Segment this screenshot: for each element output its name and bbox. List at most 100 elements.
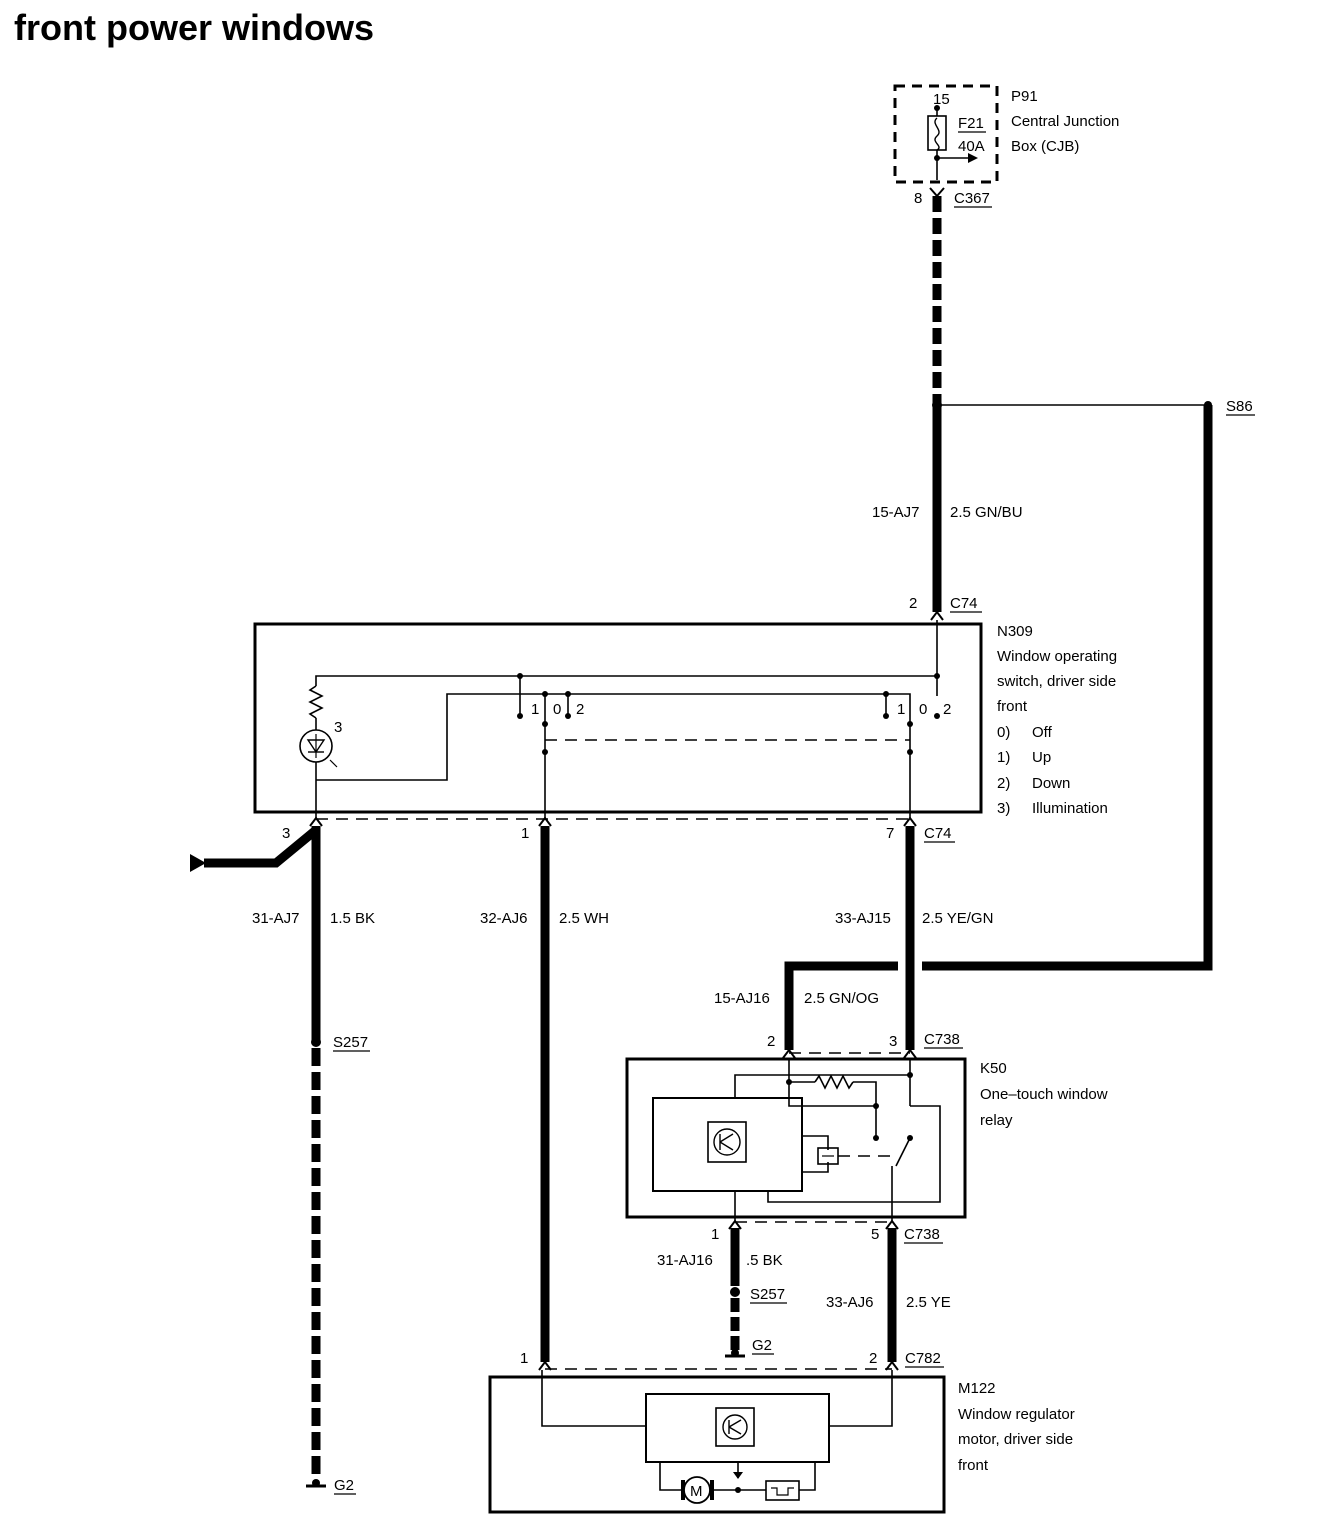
wire-s86-to-k50 xyxy=(922,405,1213,971)
connector-arrow-icon xyxy=(190,854,206,872)
k50-desc-line2: relay xyxy=(980,1112,1013,1129)
position-sensor-icon xyxy=(765,1480,800,1501)
k50-one-touch-relay: K50 One–touch window relay xyxy=(625,1057,1108,1222)
n309-left-pos-0: 0 xyxy=(553,701,561,718)
n309-desc-line2: switch, driver side xyxy=(997,673,1116,690)
c738-bottom-label: C738 xyxy=(904,1226,940,1243)
ground-g2-right-label: G2 xyxy=(752,1337,772,1354)
k50-bottom-pin-5: 5 xyxy=(871,1226,879,1243)
n309-desc-line1: Window operating xyxy=(997,648,1117,665)
k50-desc-line1: One–touch window xyxy=(980,1086,1108,1103)
wire-31-aj16-spec: .5 BK xyxy=(746,1252,783,1269)
c74-bottom-label: C74 xyxy=(924,825,952,842)
n309-bottom-pin-3: 3 xyxy=(282,825,290,842)
wire-31-aj16-circuit: 31-AJ16 xyxy=(657,1252,713,1269)
n309-window-switch: N309 Window operating switch, driver sid… xyxy=(253,620,1117,818)
fuse-id: F21 xyxy=(958,115,984,132)
ground-icon xyxy=(306,1479,326,1488)
n309-lamp-label: 3 xyxy=(334,719,342,736)
fuse-output-arrow-icon xyxy=(968,153,978,163)
k50-electronic-module xyxy=(652,1097,803,1192)
wire-15-aj16-spec: 2.5 GN/OG xyxy=(804,990,879,1007)
n309-desc-line3: front xyxy=(997,698,1028,715)
p91-desc-line2: Box (CJB) xyxy=(1011,138,1079,155)
k50-box-outline xyxy=(625,1057,967,1219)
ground-g2-left-label: G2 xyxy=(334,1477,354,1494)
splice-s86-label: S86 xyxy=(1226,398,1253,415)
wire-31-aj7-circuit: 31-AJ7 xyxy=(252,910,300,927)
n309-legend-0-text: Off xyxy=(1032,724,1053,741)
m122-pin-2: 2 xyxy=(869,1350,877,1367)
k50-bottom-pin-1: 1 xyxy=(711,1226,719,1243)
m122-pin-1: 1 xyxy=(520,1350,528,1367)
splice-s257-right-label: S257 xyxy=(750,1286,785,1303)
n309-legend-3-text: Illumination xyxy=(1032,800,1108,817)
fuse-icon xyxy=(927,115,947,151)
wire-31-aj7-spec: 1.5 BK xyxy=(330,910,375,927)
wire-15-aj16 xyxy=(784,961,898,1050)
k50-id: K50 xyxy=(980,1060,1007,1077)
k50-top-pin-2: 2 xyxy=(767,1033,775,1050)
wire-15-aj7-circuit: 15-AJ7 xyxy=(872,504,920,521)
lamp-icon xyxy=(299,729,338,768)
c74-top-label: C74 xyxy=(950,595,978,612)
n309-bottom-pin-7: 7 xyxy=(886,825,894,842)
n309-right-pos-2: 2 xyxy=(943,701,951,718)
wire-33-aj6-circuit: 33-AJ6 xyxy=(826,1294,874,1311)
c367-label: C367 xyxy=(954,190,990,207)
n309-right-pos-0: 0 xyxy=(919,701,927,718)
n309-top-pin: 2 xyxy=(909,595,917,612)
n309-legend-2-text: Down xyxy=(1032,775,1070,792)
m122-desc-line2: motor, driver side xyxy=(958,1431,1073,1448)
n309-legend-0-key: 0) xyxy=(997,724,1010,741)
m122-electronic-module xyxy=(645,1393,830,1463)
n309-legend-2-key: 2) xyxy=(997,775,1010,792)
m122-id: M122 xyxy=(958,1380,996,1397)
fuse-pin-in: 15 xyxy=(933,91,950,108)
electronic-module-icon xyxy=(707,1121,747,1163)
c782-label: C782 xyxy=(905,1350,941,1367)
page-title: front power windows xyxy=(14,7,374,48)
n309-legend-1-key: 1) xyxy=(997,749,1010,766)
resistor-icon xyxy=(308,685,324,719)
relay-coil-icon xyxy=(817,1147,839,1165)
splice-s257-left-label: S257 xyxy=(333,1034,368,1051)
splice-s257-right-node xyxy=(730,1287,740,1297)
electronic-module-icon xyxy=(715,1407,755,1447)
ground-icon xyxy=(725,1349,745,1358)
p91-desc-line1: Central Junction xyxy=(1011,113,1119,130)
c367-connector-icon xyxy=(929,187,945,198)
n309-bottom-pin-1: 1 xyxy=(521,825,529,842)
n309-right-pos-1: 1 xyxy=(897,701,905,718)
n309-left-pos-1: 1 xyxy=(531,701,539,718)
k50-top-pin-3: 3 xyxy=(889,1033,897,1050)
n309-legend-1-text: Up xyxy=(1032,749,1051,766)
wire-33-aj15-spec: 2.5 YE/GN xyxy=(922,910,993,927)
wire-33-aj15-circuit: 33-AJ15 xyxy=(835,910,891,927)
motor-icon: M xyxy=(681,1476,714,1504)
p91-box-outline xyxy=(893,84,999,184)
p91-id: P91 xyxy=(1011,88,1038,105)
wire-32-aj6-spec: 2.5 WH xyxy=(559,910,609,927)
n309-id: N309 xyxy=(997,623,1033,640)
n309-box-outline xyxy=(253,622,983,814)
m122-desc-line3: front xyxy=(958,1457,989,1474)
m122-desc-line1: Window regulator xyxy=(958,1406,1075,1423)
n309-left-pos-2: 2 xyxy=(576,701,584,718)
m122-box-outline xyxy=(488,1375,946,1514)
wire-31-aj7-branch xyxy=(204,826,319,868)
c738-top-label: C738 xyxy=(924,1031,960,1048)
fuse-rating: 40A xyxy=(958,138,985,155)
n309-legend-3-key: 3) xyxy=(997,800,1010,817)
motor-symbol: M xyxy=(690,1483,703,1500)
p91-central-junction-box: P91 Central Junction Box (CJB) 15 F21 40… xyxy=(893,84,1119,208)
resistor-icon xyxy=(814,1074,854,1090)
wire-15-aj16-circuit: 15-AJ16 xyxy=(714,990,770,1007)
p91-pin-out: 8 xyxy=(914,190,922,207)
wire-33-aj6-spec: 2.5 YE xyxy=(906,1294,951,1311)
wire-15-aj7-spec: 2.5 GN/BU xyxy=(950,504,1023,521)
splice-s257-left-node xyxy=(311,1037,321,1047)
c74-top-connector-icon xyxy=(930,610,944,621)
m122-window-motor: M122 Window regulator motor, driver side… xyxy=(488,1370,1075,1514)
